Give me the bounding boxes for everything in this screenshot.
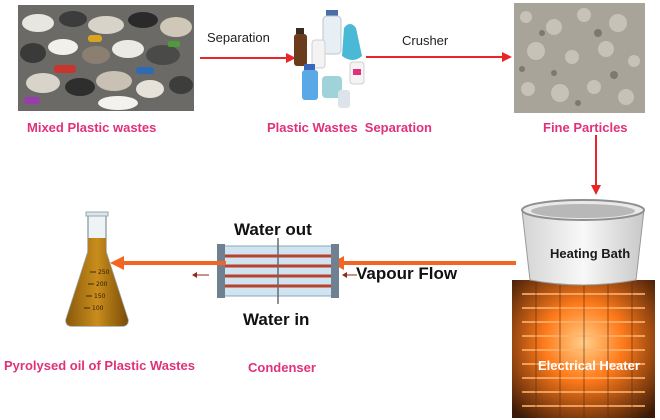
fine-particles-label: Fine Particles	[543, 120, 628, 135]
water-out-label: Water out	[234, 220, 312, 239]
vapour-flow-label: Vapour Flow	[356, 264, 458, 283]
heating-bath-image	[521, 199, 645, 286]
down-arrow	[591, 135, 601, 195]
flask-mark-250: 250	[98, 269, 110, 276]
oil-output-arrow	[110, 256, 226, 270]
flask-mark-150: 150	[94, 293, 106, 300]
crusher-arrow	[366, 52, 512, 62]
condenser-unit	[192, 238, 357, 304]
fine-particles-image	[514, 3, 645, 113]
heating-bath-label: Heating Bath	[550, 246, 631, 261]
electrical-heater-label: Electrical Heater	[538, 358, 640, 373]
mixed-plastic-wastes-label: Mixed Plastic wastes	[27, 120, 157, 135]
electrical-heater-image	[512, 280, 655, 418]
mixed-plastic-waste-image	[18, 5, 194, 111]
pyrolysed-oil-label: Pyrolysed oil of Plastic Wastes	[4, 358, 195, 373]
flask-mark-100: 100	[92, 305, 104, 312]
separation-arrow-label: Separation	[207, 30, 270, 45]
condenser-label: Condenser	[248, 360, 316, 375]
flask-image: 250 200 150 100	[65, 211, 129, 327]
flask-mark-200: 200	[96, 281, 108, 288]
crusher-arrow-label: Crusher	[402, 33, 449, 48]
water-in-label: Water in	[243, 310, 310, 329]
separation-arrow	[200, 53, 296, 63]
separated-plastics-image	[294, 10, 365, 108]
plastic-wastes-separation-label: Plastic Wastes Separation	[267, 120, 432, 135]
